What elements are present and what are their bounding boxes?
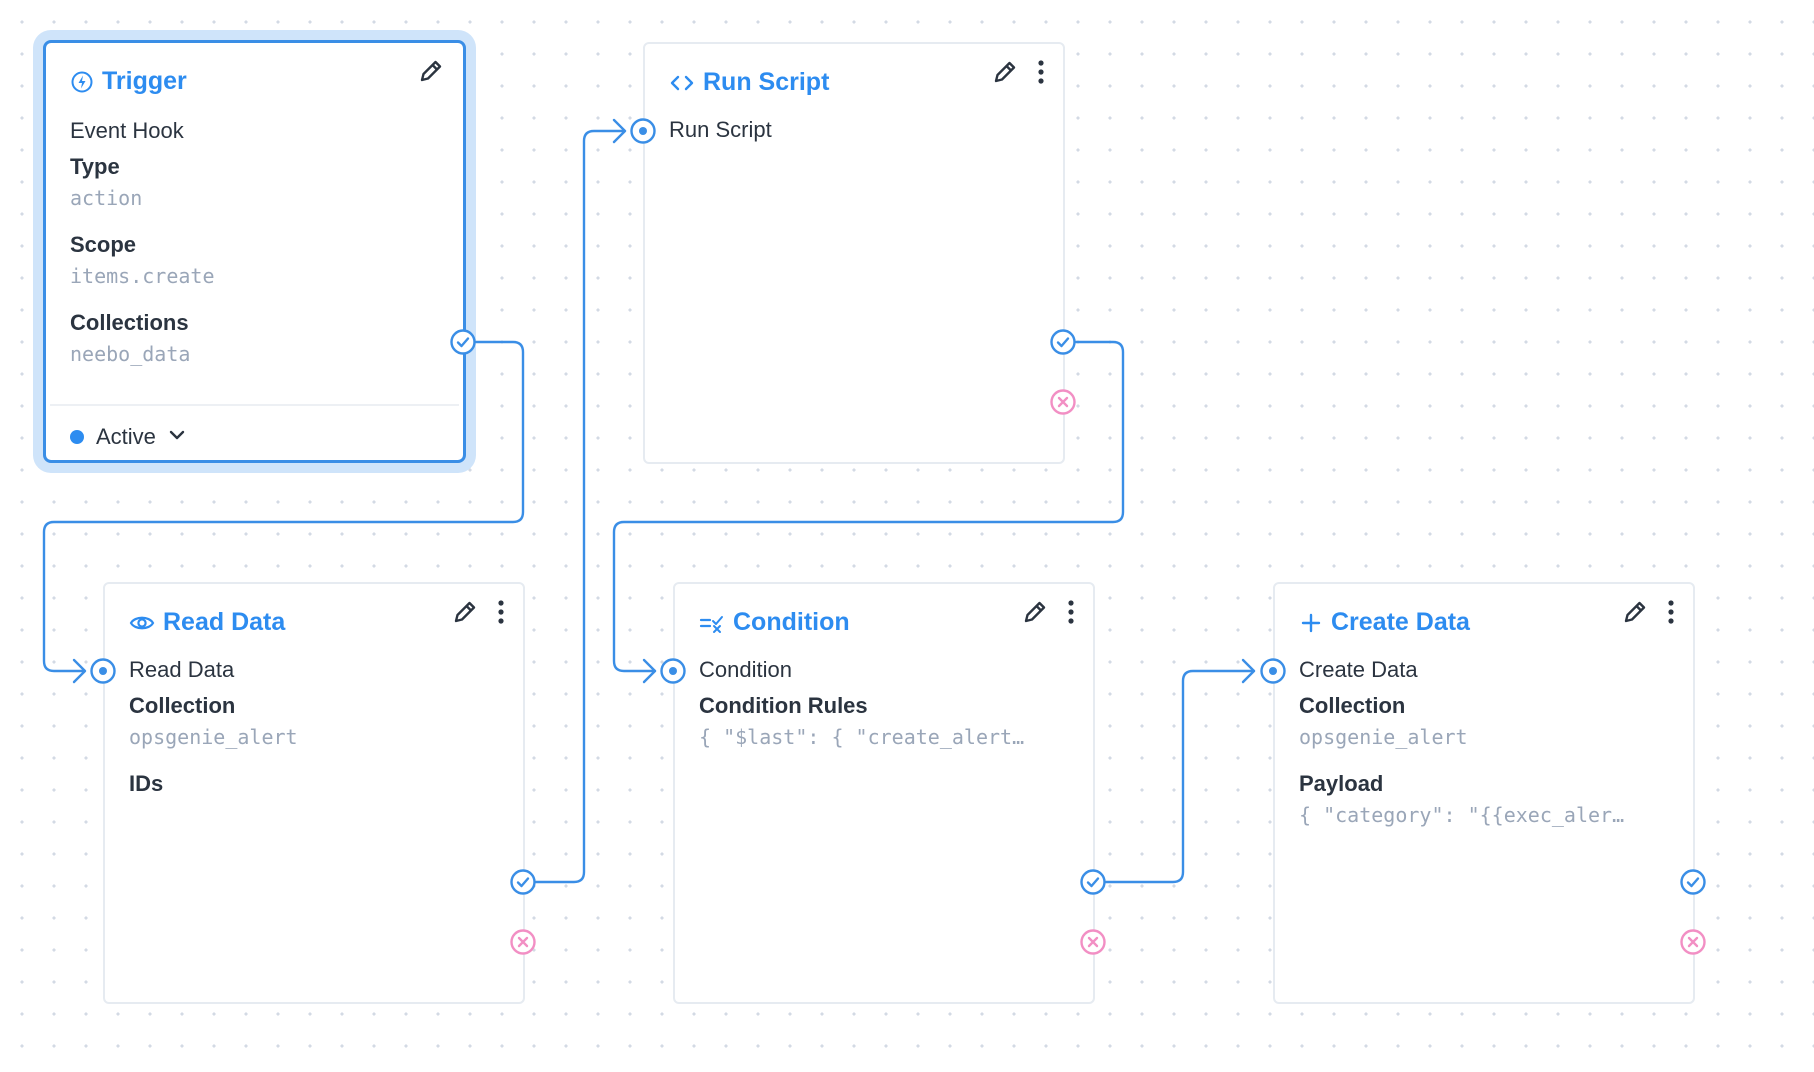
collections-label: Collections bbox=[70, 310, 189, 335]
read-data-header: Read Data bbox=[129, 608, 285, 637]
condition-title: Condition bbox=[733, 608, 850, 636]
eye-icon bbox=[129, 611, 155, 635]
status-dropdown[interactable]: Active bbox=[70, 424, 186, 450]
chevron-down-icon bbox=[168, 424, 186, 450]
create-data-panel[interactable]: Create Data Create Data Collection opsge… bbox=[1273, 582, 1695, 1004]
read-collection-label: Collection bbox=[129, 693, 236, 718]
condition-more-icon[interactable] bbox=[1067, 599, 1075, 625]
payload-value: { "category": "{{exec_aler… bbox=[1299, 803, 1625, 827]
edit-read-data-pencil-icon[interactable] bbox=[451, 598, 479, 626]
trigger-title: Trigger bbox=[102, 67, 187, 95]
plus-icon bbox=[1299, 611, 1323, 635]
condition-success-port[interactable] bbox=[1080, 869, 1106, 895]
edit-condition-pencil-icon[interactable] bbox=[1021, 598, 1049, 626]
connector-read-data-to-run-script bbox=[534, 129, 626, 884]
trigger-divider bbox=[50, 404, 459, 406]
condition-rules-value: { "$last": { "create_alert… bbox=[699, 725, 1025, 749]
create-data-header: Create Data bbox=[1299, 608, 1470, 637]
code-icon bbox=[669, 71, 695, 95]
bolt-circle-icon bbox=[70, 70, 94, 94]
status-label: Active bbox=[96, 424, 156, 449]
create-data-input-port[interactable] bbox=[1260, 658, 1286, 684]
run-script-title: Run Script bbox=[703, 68, 830, 96]
condition-input-port[interactable] bbox=[660, 658, 686, 684]
create-collection-label: Collection bbox=[1299, 693, 1406, 718]
trigger-header: Trigger bbox=[70, 67, 187, 96]
condition-header: Condition bbox=[699, 608, 850, 637]
read-data-success-port[interactable] bbox=[510, 869, 536, 895]
run-script-subtitle: Run Script bbox=[669, 117, 772, 142]
trigger-panel[interactable]: Trigger Event Hook Type action Scope ite… bbox=[43, 40, 466, 463]
read-data-more-icon[interactable] bbox=[497, 599, 505, 625]
read-data-panel[interactable]: Read Data Read Data Collection opsgenie_… bbox=[103, 582, 525, 1004]
read-data-input-port[interactable] bbox=[90, 658, 116, 684]
condition-panel[interactable]: Condition Condition Condition Rules { "$… bbox=[673, 582, 1095, 1004]
create-data-success-port[interactable] bbox=[1680, 869, 1706, 895]
trigger-subtitle: Event Hook bbox=[70, 118, 184, 143]
read-collection-value: opsgenie_alert bbox=[129, 725, 298, 749]
create-data-more-icon[interactable] bbox=[1667, 599, 1675, 625]
payload-label: Payload bbox=[1299, 771, 1384, 796]
scope-value: items.create bbox=[70, 264, 215, 288]
condition-reject-port[interactable] bbox=[1080, 929, 1106, 955]
trigger-success-port[interactable] bbox=[450, 329, 476, 355]
scope-label: Scope bbox=[70, 232, 137, 257]
create-data-subtitle: Create Data bbox=[1299, 657, 1418, 682]
edit-trigger-pencil-icon[interactable] bbox=[417, 57, 445, 85]
run-script-input-port[interactable] bbox=[630, 118, 656, 144]
run-script-reject-port[interactable] bbox=[1050, 389, 1076, 415]
status-dot bbox=[70, 430, 84, 444]
run-script-header: Run Script bbox=[669, 68, 829, 97]
read-data-title: Read Data bbox=[163, 608, 286, 636]
edit-run-script-pencil-icon[interactable] bbox=[991, 58, 1019, 86]
condition-rules-label: Condition Rules bbox=[699, 693, 868, 718]
run-script-success-port[interactable] bbox=[1050, 329, 1076, 355]
read-data-reject-port[interactable] bbox=[510, 929, 536, 955]
read-data-subtitle: Read Data bbox=[129, 657, 235, 682]
create-data-reject-port[interactable] bbox=[1680, 929, 1706, 955]
ids-label: IDs bbox=[129, 771, 164, 796]
condition-icon bbox=[699, 611, 725, 635]
type-label: Type bbox=[70, 154, 120, 179]
create-data-title: Create Data bbox=[1331, 608, 1470, 636]
type-value: action bbox=[70, 186, 143, 210]
connector-condition-to-create-data bbox=[1104, 669, 1256, 884]
run-script-more-icon[interactable] bbox=[1037, 59, 1045, 85]
collections-value: neebo_data bbox=[70, 342, 191, 366]
edit-create-data-pencil-icon[interactable] bbox=[1621, 598, 1649, 626]
condition-subtitle: Condition bbox=[699, 657, 792, 682]
run-script-panel[interactable]: Run Script Run Script bbox=[643, 42, 1065, 464]
create-collection-value: opsgenie_alert bbox=[1299, 725, 1468, 749]
